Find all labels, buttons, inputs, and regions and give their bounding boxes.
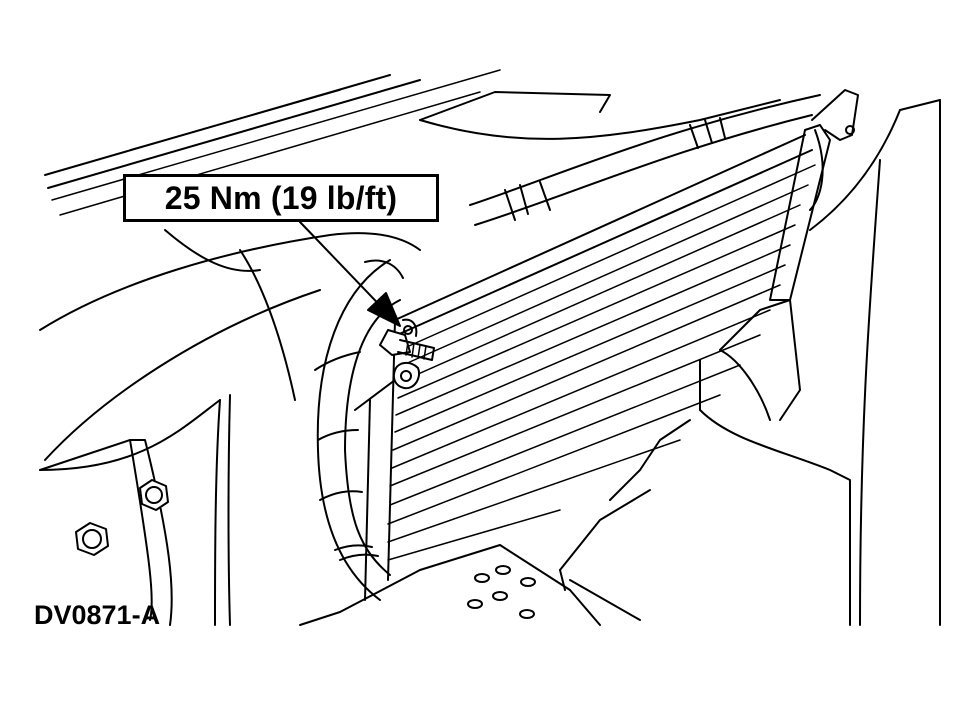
- lower-hose: [314, 259, 404, 601]
- fender-panel: [39, 229, 421, 626]
- bolt-icon: [379, 318, 435, 390]
- torque-spec-label: 25 Nm (19 lb/ft): [164, 179, 398, 216]
- figure-id-label: DV0871-A: [34, 600, 161, 630]
- radiator-core: [354, 124, 831, 601]
- torque-callout: 25 Nm (19 lb/ft): [123, 174, 439, 222]
- panel-bolt-upper: [139, 479, 169, 511]
- callout-arrow-icon: [299, 221, 401, 327]
- lower-shroud: [299, 544, 601, 626]
- upper-hose: [469, 94, 821, 226]
- panel-bolt-lower: [75, 522, 109, 556]
- right-body-panels: [559, 99, 941, 626]
- mount-bracket: [811, 89, 859, 141]
